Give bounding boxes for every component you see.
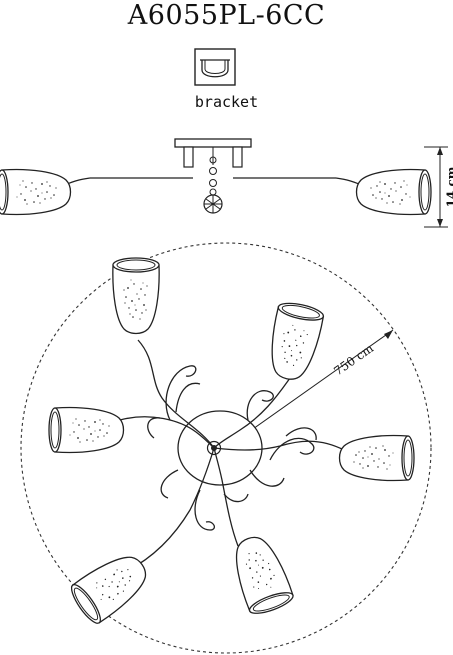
height-dimension: 14 cm [424,146,453,228]
bracket-label: bracket [194,93,259,111]
model-title: A6055PL-6CC [127,0,326,31]
top-view: 750 cm [20,242,432,654]
diameter-circle [20,242,432,654]
bracket-icon [194,48,236,86]
side-view [0,138,431,215]
diameter-label: 750 cm [331,341,376,379]
height-label: 14 cm [445,166,453,207]
